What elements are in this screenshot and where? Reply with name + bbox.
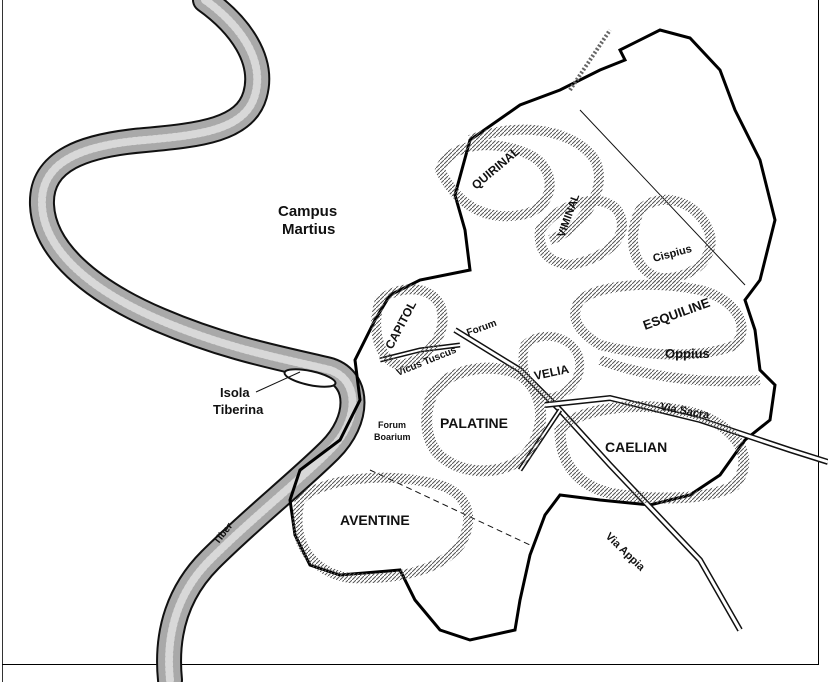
label-isola-tiberina-line2: Tiberina xyxy=(213,402,264,417)
label-campus-martius-line1: Campus xyxy=(278,203,337,220)
label-forum-boarium-line2: Boarium xyxy=(374,432,411,442)
cispius-hill xyxy=(627,194,716,284)
aventine-hill xyxy=(292,472,474,584)
label-aventine: AVENTINE xyxy=(340,512,410,528)
isola-tiberina-leader-line xyxy=(255,371,301,393)
label-quirinal: QUIRINAL xyxy=(469,144,522,192)
label-forum: Forum xyxy=(465,318,498,339)
quirinal-hill xyxy=(434,124,604,245)
label-cispius: Cispius xyxy=(652,243,693,265)
label-velia: VELIA xyxy=(533,362,571,383)
via-appia-road xyxy=(453,327,743,632)
frame-border-right xyxy=(818,0,819,665)
viminal-hill xyxy=(534,195,627,271)
label-campus-martius-line2: Martius xyxy=(282,221,335,238)
palatine-hill xyxy=(421,362,547,477)
esquiline-hill xyxy=(570,279,747,360)
frame-border-left xyxy=(2,0,3,682)
northern-road-hatch xyxy=(568,28,612,92)
river-texture xyxy=(37,0,357,682)
label-capitol: CAPITOL xyxy=(382,299,419,352)
label-forum-boarium-line1: Forum xyxy=(378,420,406,430)
frame-border-bottom xyxy=(2,664,819,665)
vicus-tuscus-road-inner xyxy=(379,344,461,361)
label-isola-tiberina-line1: Isola xyxy=(220,385,250,400)
label-esquiline: ESQUILINE xyxy=(641,295,712,333)
tiber-river xyxy=(29,0,366,682)
via-appia-road-inner xyxy=(454,328,742,631)
label-oppius: Oppius xyxy=(665,346,710,361)
caelian-hill xyxy=(554,401,750,504)
hills xyxy=(292,124,761,584)
oppius-hill xyxy=(598,355,761,387)
capitol-hill xyxy=(371,284,448,371)
city-wall xyxy=(288,28,777,642)
label-caelian: CAELIAN xyxy=(605,439,667,455)
label-palatine: PALATINE xyxy=(440,415,508,431)
label-via-appia: Via Appia xyxy=(603,531,648,575)
